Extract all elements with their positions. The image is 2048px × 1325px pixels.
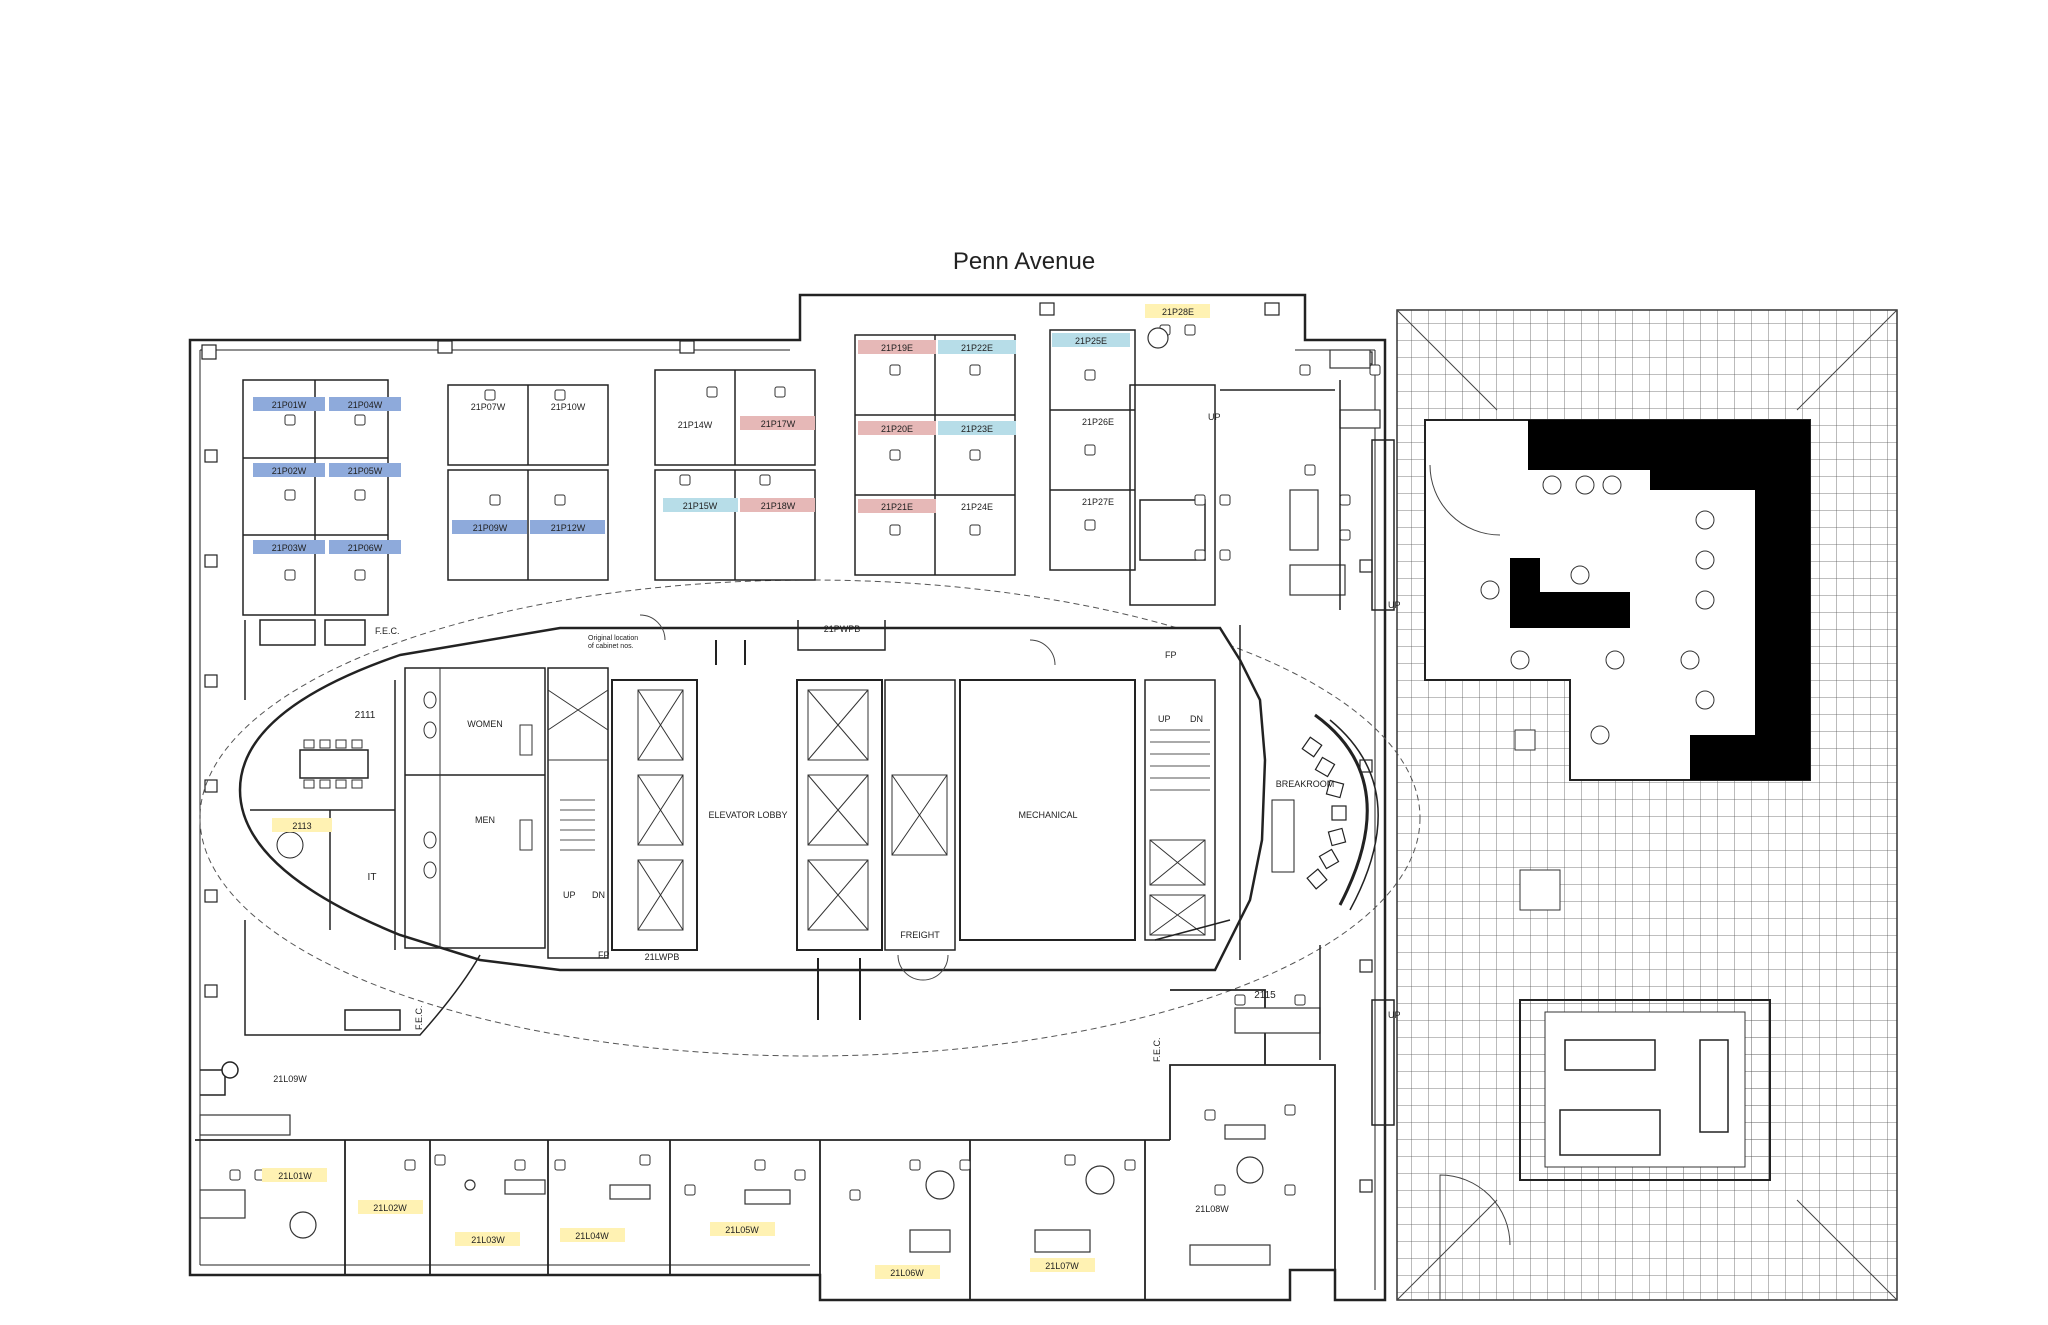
- tag-21P25E: 21P25E: [1075, 336, 1107, 346]
- east-walls: [1154, 380, 1395, 1126]
- tag-21P20E: 21P20E: [881, 424, 913, 434]
- room-2115: 2115: [1254, 990, 1276, 1001]
- tag-21L05W: 21L05W: [725, 1225, 759, 1235]
- room-mechanical: MECHANICAL: [1018, 810, 1077, 820]
- core: [199, 579, 1421, 1057]
- tag-21P15W: 21P15W: [683, 501, 718, 511]
- north-workstations: [242, 329, 1335, 616]
- tag-21LWPB: 21LWPB: [645, 952, 680, 962]
- tag-21L01W: 21L01W: [278, 1171, 312, 1181]
- annot-up-east-lower: UP: [1388, 1010, 1401, 1020]
- tag-21P12W: 21P12W: [551, 523, 586, 533]
- tag-21L04W: 21L04W: [575, 1231, 609, 1241]
- tag-21PWPB: 21PWPB: [824, 624, 861, 634]
- annot-fec-west: F.E.C.: [414, 1005, 424, 1030]
- tag-21P14W: 21P14W: [678, 420, 713, 430]
- workstation-tags: 21P01W 21P04W 21P02W 21P05W 21P03W 21P06…: [253, 304, 1210, 962]
- tag-21L02W: 21L02W: [373, 1203, 407, 1213]
- tag-21P22E: 21P22E: [961, 343, 993, 353]
- roof-terrace: [1396, 309, 1898, 1301]
- annot-up-upper-stair: UP: [1158, 714, 1171, 724]
- tag-21P27E: 21P27E: [1082, 497, 1114, 507]
- room-breakroom: BREAKROOM: [1276, 779, 1335, 789]
- south-offices: [195, 989, 1336, 1300]
- room-it: IT: [368, 872, 377, 883]
- annot-original-location: Original location: [588, 635, 638, 642]
- tag-21P19E: 21P19E: [881, 343, 913, 353]
- room-2113: 2113: [292, 821, 311, 831]
- tag-21P18W: 21P18W: [761, 501, 796, 511]
- room-labels: 2111 2113 IT WOMEN MEN ELEVATOR LOBBY ME…: [272, 710, 1334, 1001]
- tag-21P05W: 21P05W: [348, 466, 383, 476]
- tag-21P07W: 21P07W: [471, 402, 506, 412]
- annot-fp-lower: FP: [598, 950, 610, 960]
- bar-island: [1510, 558, 1630, 628]
- annot-up-lower-stair: UP: [563, 890, 576, 900]
- office-tags: 21L01W 21L02W 21L03W 21L04W 21L05W 21L06…: [262, 1074, 1229, 1279]
- annot-cabinet-nos: of cabinet nos.: [588, 643, 634, 650]
- room-elevator-lobby: ELEVATOR LOBBY: [708, 810, 787, 820]
- tag-21P10W: 21P10W: [551, 402, 586, 412]
- tag-21P21E: 21P21E: [881, 502, 913, 512]
- tag-21L03W: 21L03W: [471, 1235, 505, 1245]
- annot-fec-north: F.E.C.: [375, 626, 400, 636]
- lounge-furniture: [1147, 327, 1381, 596]
- office-furniture: [199, 1007, 1321, 1266]
- tag-21L08W: 21L08W: [1195, 1204, 1229, 1214]
- tag-21P02W: 21P02W: [272, 466, 307, 476]
- tag-21P09W: 21P09W: [473, 523, 508, 533]
- tag-21L07W: 21L07W: [1045, 1261, 1079, 1271]
- bar-counter: [1528, 420, 1810, 780]
- tag-21P06W: 21P06W: [348, 543, 383, 553]
- annot-fp-upper: FP: [1165, 650, 1177, 660]
- annot-dn-lower-stair: DN: [592, 890, 605, 900]
- tag-21P24E: 21P24E: [961, 502, 993, 512]
- tag-21P17W: 21P17W: [761, 419, 796, 429]
- annot-up-north: UP: [1208, 412, 1221, 422]
- tag-21P26E: 21P26E: [1082, 417, 1114, 427]
- tag-21L06W: 21L06W: [890, 1268, 924, 1278]
- west-area: [200, 619, 481, 1096]
- tag-21L09W: 21L09W: [273, 1074, 307, 1084]
- tag-21P23E: 21P23E: [961, 424, 993, 434]
- annot-fec-east: F.E.C.: [1152, 1037, 1162, 1062]
- street-label: Penn Avenue: [952, 248, 1096, 275]
- annot-up-east: UP: [1388, 600, 1401, 610]
- room-men: MEN: [475, 815, 495, 825]
- room-women: WOMEN: [467, 719, 503, 729]
- tag-21P04W: 21P04W: [348, 400, 383, 410]
- annotations: UP DN UP DN UP UP UP FP FP F.E.C. F.E.C.…: [375, 412, 1401, 1062]
- annot-dn-upper-stair: DN: [1190, 714, 1203, 724]
- tag-21P03W: 21P03W: [272, 543, 307, 553]
- tag-21P01W: 21P01W: [272, 400, 307, 410]
- room-2111: 2111: [355, 710, 376, 721]
- room-freight: FREIGHT: [900, 930, 940, 940]
- tag-21P28E: 21P28E: [1162, 307, 1194, 317]
